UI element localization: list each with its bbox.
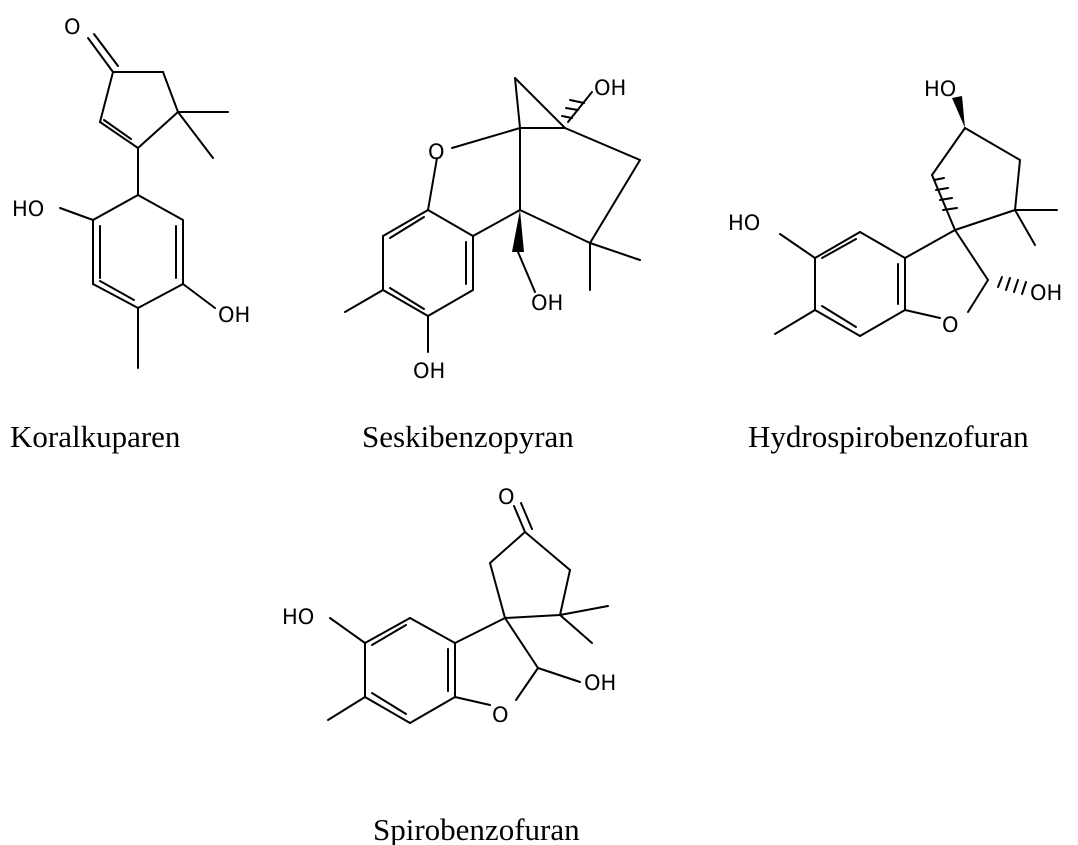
- atom-label-oxygen: O: [492, 703, 509, 727]
- structure-seskibenzopyran: O OH OH OH: [344, 76, 641, 383]
- bonds: [59, 33, 229, 369]
- structure-spirobenzofuran: O HO O OH: [282, 485, 616, 727]
- atom-label-hydroxyl: OH: [218, 303, 250, 327]
- atom-label-hydroxyl: OH: [1030, 281, 1062, 305]
- atom-label-oxygen: O: [498, 485, 515, 509]
- atom-label-hydroxyl: HO: [12, 197, 44, 221]
- structure-koralkuparen: O HO OH: [12, 15, 250, 369]
- atom-label-oxygen: O: [942, 313, 959, 337]
- atom-label-hydroxyl: OH: [594, 76, 626, 100]
- atom-label-oxygen: O: [428, 140, 445, 164]
- compound-name-koralkuparen: Koralkuparen: [10, 419, 181, 454]
- compound-name-hydrospirobenzofuran: Hydrospirobenzofuran: [748, 419, 1029, 454]
- atom-label-hydroxyl: HO: [728, 211, 760, 235]
- atom-label-hydroxyl: HO: [282, 605, 314, 629]
- atom-label-hydroxyl: OH: [413, 359, 445, 383]
- compound-name-spirobenzofuran: Spirobenzofuran: [373, 812, 580, 845]
- bonds: [774, 96, 1058, 337]
- atom-label-hydroxyl: OH: [584, 671, 616, 695]
- atom-label-hydroxyl: HO: [924, 77, 956, 101]
- atom-label-hydroxyl: OH: [531, 291, 563, 315]
- atom-label-oxygen: O: [64, 15, 81, 39]
- bonds: [327, 502, 609, 724]
- structure-hydrospirobenzofuran: HO HO O OH: [728, 77, 1062, 337]
- compound-name-seskibenzopyran: Seskibenzopyran: [362, 419, 574, 454]
- bonds: [344, 77, 641, 353]
